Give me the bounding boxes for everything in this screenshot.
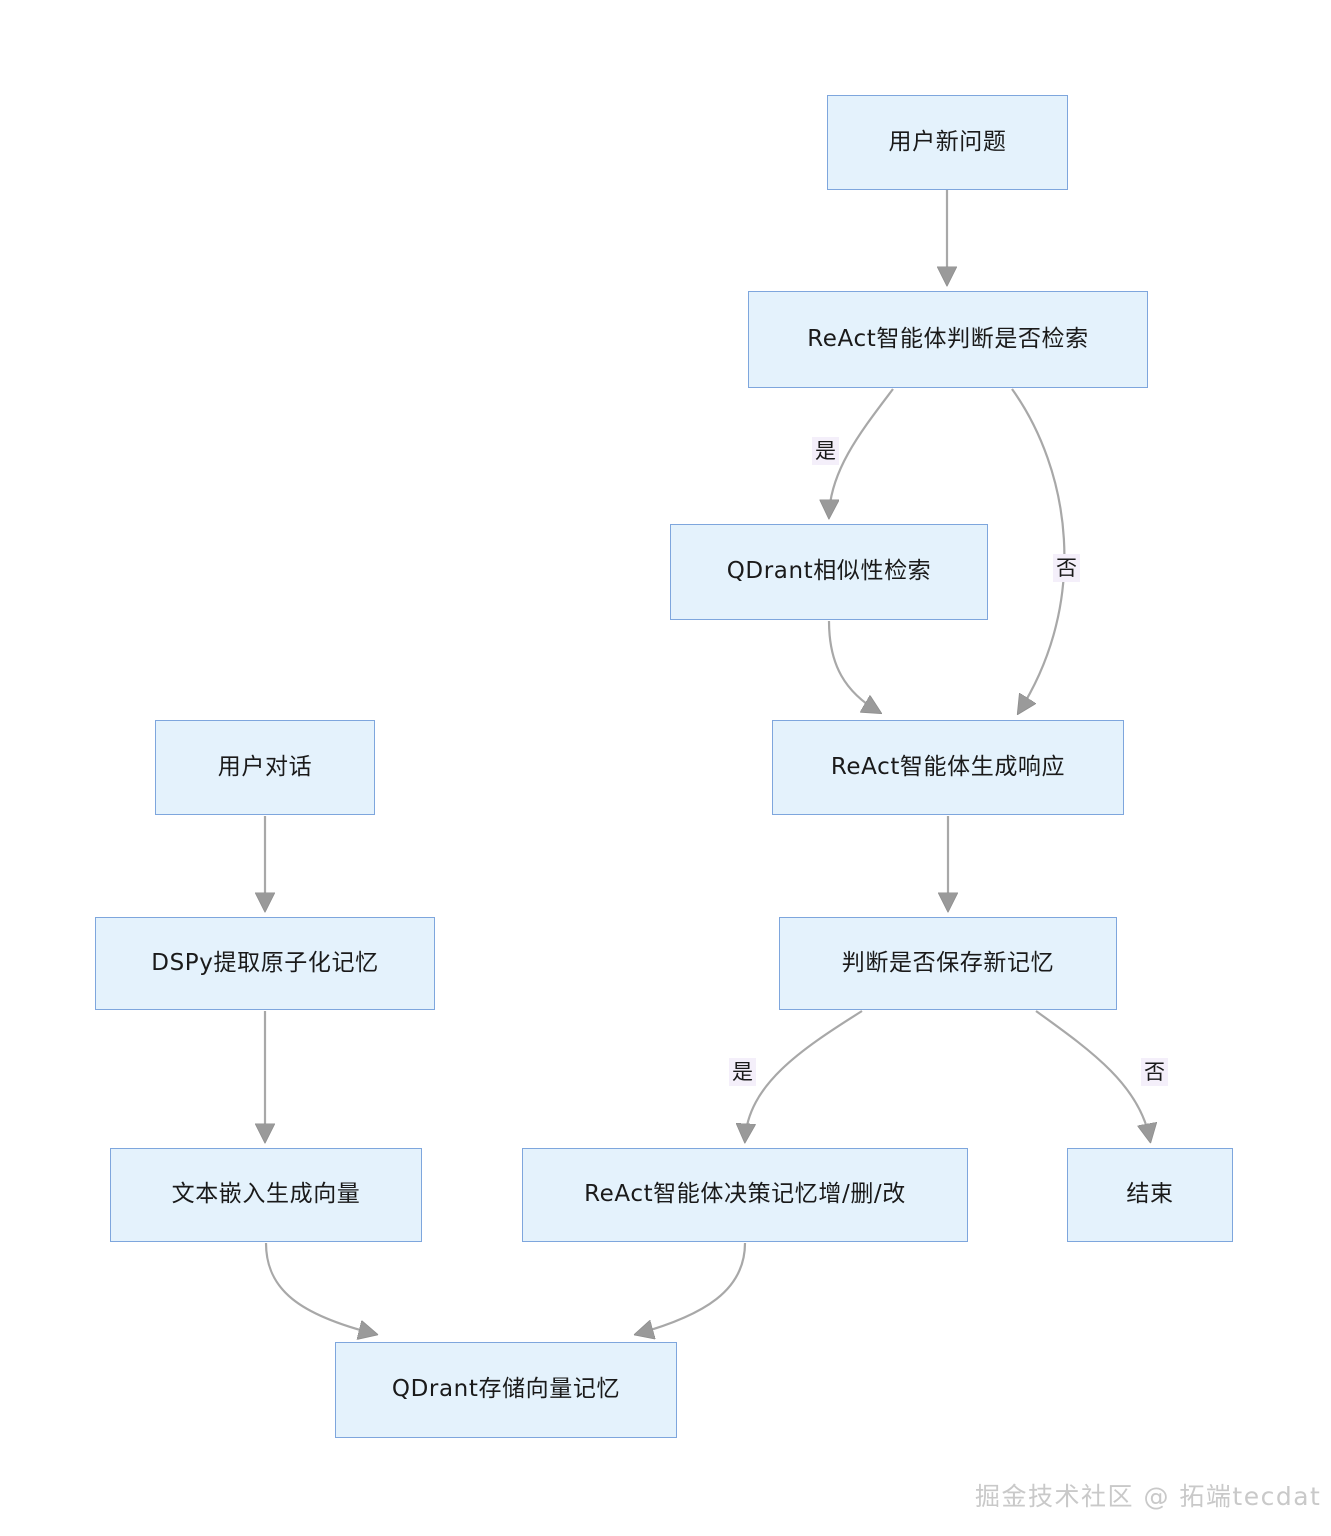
node-label: 判断是否保存新记忆: [841, 949, 1055, 976]
node-end[interactable]: 结束: [1067, 1148, 1233, 1242]
node-qdrant-store[interactable]: QDrant存储向量记忆: [335, 1342, 677, 1438]
edge-memory-crud-to-qdrant-store: [637, 1242, 747, 1334]
edge-decide-save-to-end: [1035, 1010, 1150, 1140]
node-dspy-extract[interactable]: DSPy提取原子化记忆: [95, 917, 435, 1010]
node-label: 文本嵌入生成向量: [171, 1181, 361, 1208]
node-label: 结束: [1126, 1181, 1174, 1208]
node-decide-save[interactable]: 判断是否保存新记忆: [779, 917, 1117, 1010]
node-decide-retrieve[interactable]: ReAct智能体判断是否检索: [748, 291, 1148, 388]
edge-decide-save-to-memory-crud: [745, 1010, 863, 1140]
node-label: ReAct智能体生成响应: [830, 753, 1066, 780]
node-user-question[interactable]: 用户新问题: [827, 95, 1068, 190]
node-label: DSPy提取原子化记忆: [151, 949, 379, 976]
edge-label-no-save: 否: [1141, 1058, 1168, 1087]
node-qdrant-search[interactable]: QDrant相似性检索: [670, 524, 988, 620]
node-text-embedding[interactable]: 文本嵌入生成向量: [110, 1148, 422, 1242]
watermark: 掘金技术社区 @ 拓端tecdat: [975, 1482, 1322, 1511]
edge-label-yes-retrieve: 是: [812, 437, 839, 466]
node-label: 用户对话: [217, 753, 313, 780]
edge-text-embedding-to-qdrant-store: [264, 1242, 375, 1334]
node-generate-response[interactable]: ReAct智能体生成响应: [772, 720, 1124, 815]
node-label: ReAct智能体判断是否检索: [807, 325, 1089, 352]
node-memory-crud[interactable]: ReAct智能体决策记忆增/删/改: [522, 1148, 968, 1242]
node-label: QDrant相似性检索: [726, 558, 932, 585]
edge-qdrant-search-to-generate-response: [827, 620, 879, 712]
edge-label-no-retrieve: 否: [1053, 554, 1080, 583]
edge-label-yes-save: 是: [729, 1058, 756, 1087]
node-user-dialog[interactable]: 用户对话: [155, 720, 375, 815]
node-label: QDrant存储向量记忆: [391, 1376, 621, 1403]
node-label: ReAct智能体决策记忆增/删/改: [584, 1181, 906, 1208]
node-label: 用户新问题: [888, 128, 1007, 155]
edge-decide-retrieve-to-generate-response: [1011, 388, 1066, 712]
